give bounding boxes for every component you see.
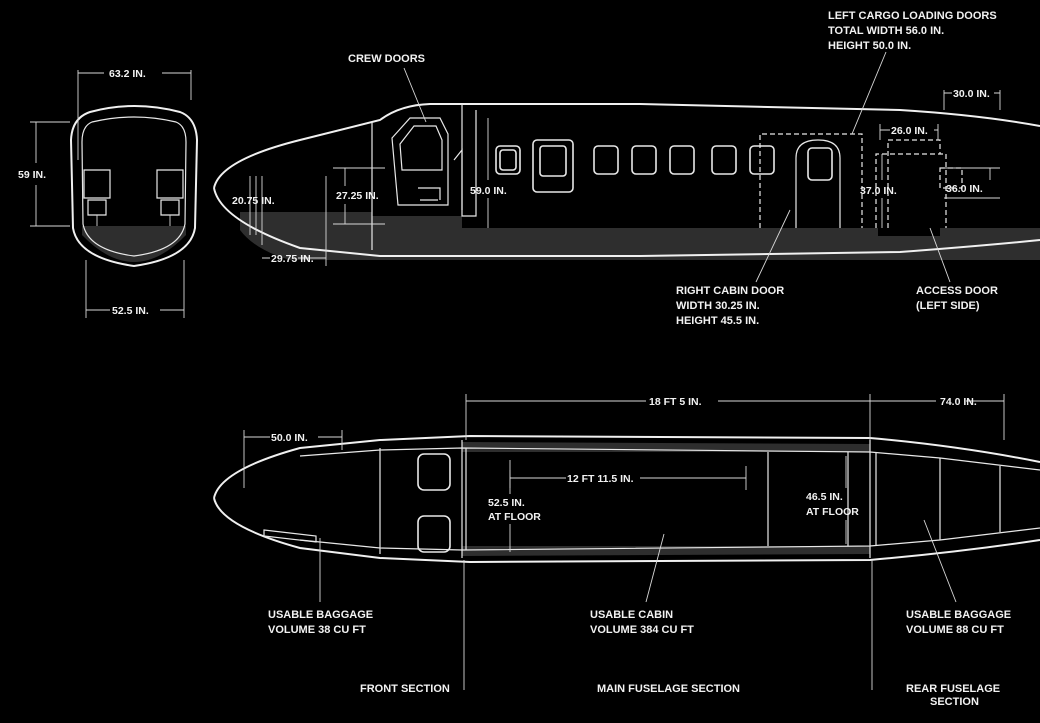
dim-front-floor-width-note: AT FLOOR xyxy=(488,511,541,523)
crew-seat xyxy=(417,515,451,553)
window xyxy=(532,139,574,193)
label-usable-cabin-2: VOLUME 384 CU FT xyxy=(590,624,694,636)
dim-rear-length: 74.0 IN. xyxy=(940,396,977,408)
dim-nose-height: 20.75 IN. xyxy=(232,195,275,207)
label-baggage-rear-2: VOLUME 88 CU FT xyxy=(906,624,1004,636)
right-cabin-door xyxy=(795,139,841,228)
label-usable-cabin-1: USABLE CABIN xyxy=(590,609,673,621)
side-view: 20.75 IN. 29.75 IN. 27.25 IN. 59.0 IN. 3… xyxy=(213,51,1040,283)
dim-cargo-inner-width: 26.0 IN. xyxy=(891,125,928,137)
label-crew-doors: CREW DOORS xyxy=(348,53,425,65)
label-front-section: FRONT SECTION xyxy=(360,683,450,695)
label-left-cargo-3: HEIGHT 50.0 IN. xyxy=(828,40,911,52)
dim-main-length: 18 FT 5 IN. xyxy=(649,396,702,408)
window xyxy=(631,145,657,175)
dim-width-top: 63.2 IN. xyxy=(109,68,146,80)
window xyxy=(593,145,619,175)
dim-front-length: 50.0 IN. xyxy=(271,432,308,444)
label-access-door-1: ACCESS DOOR xyxy=(916,285,998,297)
label-main-section: MAIN FUSELAGE SECTION xyxy=(597,683,740,695)
dim-cargo-height-left: 37.0 IN. xyxy=(860,185,897,197)
label-right-cabin-door-3: HEIGHT 45.5 IN. xyxy=(676,315,759,327)
dim-rear-floor-width-note: AT FLOOR xyxy=(806,506,859,518)
dim-crew-height: 27.25 IN. xyxy=(336,190,379,202)
label-rear-section-2: SECTION xyxy=(930,696,979,708)
window xyxy=(749,145,775,175)
label-right-cabin-door-2: WIDTH 30.25 IN. xyxy=(676,300,760,312)
dim-cargo-height-right: 36.0 IN. xyxy=(946,183,983,195)
crew-seat xyxy=(417,453,451,491)
dim-rear-floor-width-value: 46.5 IN. xyxy=(806,491,843,503)
dim-width-bottom: 52.5 IN. xyxy=(112,305,149,317)
label-rear-section-1: REAR FUSELAGE xyxy=(906,683,1000,695)
dim-front-floor-width-value: 52.5 IN. xyxy=(488,497,525,509)
dim-cabin-height: 59.0 IN. xyxy=(470,185,507,197)
window xyxy=(669,145,695,175)
cross-section-view: 63.2 IN. 59 IN. 52.5 IN. xyxy=(18,68,199,318)
dim-cargo-width-top: 30.0 IN. xyxy=(953,88,990,100)
dim-cabin-floor-length: 12 FT 11.5 IN. xyxy=(567,473,634,485)
window xyxy=(711,145,737,175)
label-right-cabin-door-1: RIGHT CABIN DOOR xyxy=(676,285,784,297)
top-view: 18 FT 5 IN. 74.0 IN. 50.0 IN. 12 FT 11.5… xyxy=(213,394,1040,690)
dim-nose-width: 29.75 IN. xyxy=(271,253,314,265)
label-baggage-front-2: VOLUME 38 CU FT xyxy=(268,624,366,636)
label-left-cargo-2: TOTAL WIDTH 56.0 IN. xyxy=(828,25,944,37)
label-baggage-front-1: USABLE BAGGAGE xyxy=(268,609,373,621)
dim-height-left: 59 IN. xyxy=(18,169,46,181)
label-left-cargo-1: LEFT CARGO LOADING DOORS xyxy=(828,10,997,22)
label-baggage-rear-1: USABLE BAGGAGE xyxy=(906,609,1011,621)
window xyxy=(495,145,521,175)
label-access-door-2: (LEFT SIDE) xyxy=(916,300,980,312)
